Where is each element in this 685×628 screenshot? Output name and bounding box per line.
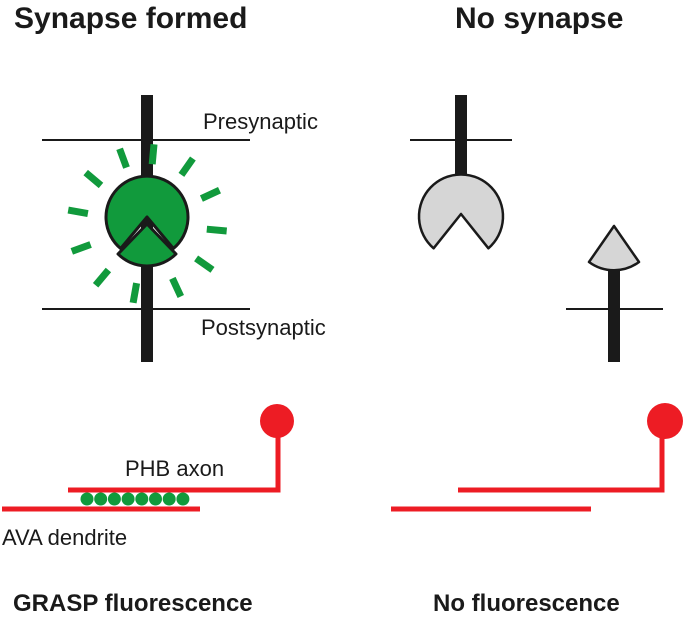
grasp-dot bbox=[121, 492, 135, 506]
fluorescence-ray bbox=[206, 225, 228, 235]
grasp-dot bbox=[162, 492, 176, 506]
fluorescence-ray bbox=[148, 143, 158, 165]
grasp-dot bbox=[149, 492, 162, 506]
postsynaptic-ligand-grey bbox=[587, 224, 641, 272]
right-panel-title: No synapse bbox=[455, 2, 624, 35]
presynaptic-receptor-green bbox=[104, 174, 190, 250]
presynaptic-receptor-grey bbox=[417, 173, 505, 250]
fluorescence-ray bbox=[92, 267, 112, 288]
phb-cell-body bbox=[260, 404, 294, 438]
fluorescence-ray bbox=[194, 255, 215, 273]
right-neuron-diagram bbox=[391, 403, 683, 512]
grasp-dot bbox=[135, 492, 149, 506]
grasp-dot bbox=[94, 492, 108, 506]
fluorescence-ray bbox=[169, 276, 184, 298]
phb-axon-label: PHB axon bbox=[125, 456, 225, 481]
grasp-dot bbox=[176, 492, 190, 506]
grasp-dots bbox=[80, 492, 190, 506]
fluorescence-ray bbox=[70, 241, 92, 255]
axon-line-right bbox=[458, 425, 665, 493]
fluorescence-ray bbox=[83, 169, 104, 189]
right-panel-footer: No fluorescence bbox=[433, 590, 620, 617]
left-synapse-schematic bbox=[42, 95, 250, 362]
right-synapse-schematic bbox=[410, 95, 663, 362]
fluorescence-ray bbox=[199, 187, 221, 202]
left-panel-title: Synapse formed bbox=[14, 2, 248, 35]
fluorescence-ray bbox=[116, 147, 130, 169]
fluorescence-rays bbox=[67, 143, 228, 304]
grasp-dot bbox=[107, 492, 121, 506]
postsynaptic-ligand-green bbox=[116, 222, 178, 268]
fluorescence-ray bbox=[178, 156, 196, 177]
postsynaptic-label: Postsynaptic bbox=[201, 315, 326, 340]
fluorescence-ray bbox=[67, 206, 89, 218]
fluorescence-ray bbox=[129, 282, 141, 304]
phb-axon-line bbox=[68, 425, 281, 493]
left-neuron-diagram bbox=[2, 404, 294, 512]
cell-body-right bbox=[647, 403, 683, 439]
presynaptic-label: Presynaptic bbox=[203, 109, 318, 134]
left-panel-footer: GRASP fluorescence bbox=[13, 590, 253, 617]
grasp-dot bbox=[80, 492, 94, 506]
ava-dendrite-label: AVA dendrite bbox=[2, 525, 128, 550]
